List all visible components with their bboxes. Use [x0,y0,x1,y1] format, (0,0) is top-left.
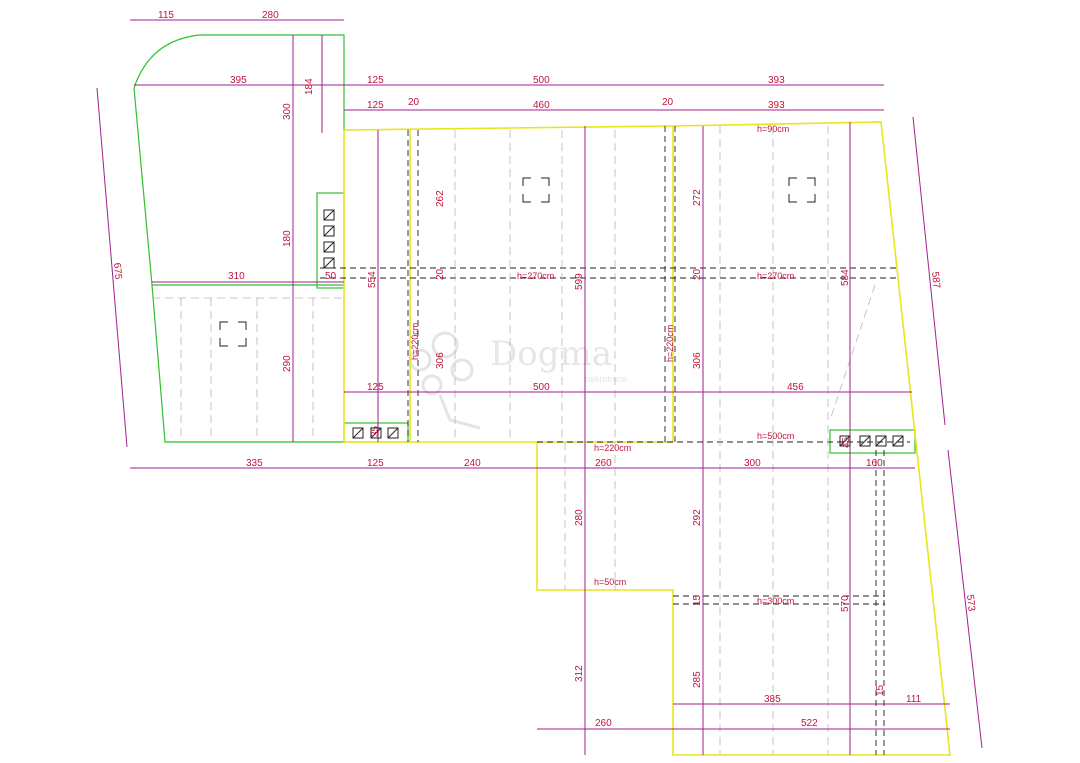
dim-label: 260 [595,458,612,469]
hatch-column-left [323,209,335,269]
height-note: h=300cm [757,596,794,606]
dim-label: 184 [304,78,315,95]
dim-label: 20 [692,268,703,280]
dim-label: 35 [370,425,381,437]
dim-label: 20 [662,97,674,108]
dim-label: 125 [367,382,384,393]
dim-label: 300 [744,458,761,469]
dim-label: 500 [533,382,550,393]
dim-label: 272 [692,189,703,206]
dim-label: 15 [875,684,886,696]
watermark-brand: Dogma [490,334,612,374]
joist-lines [152,126,876,755]
dim-label: 554 [367,271,378,288]
dim-label: 280 [574,509,585,526]
dim-label: 115 [158,10,174,21]
dim-label: 393 [768,100,785,111]
dim-label: 240 [464,458,481,469]
height-note: h=90cm [757,124,789,134]
dim-label: 393 [768,75,785,86]
dim-label: 306 [435,352,446,369]
hatch-row-bottom [352,427,399,439]
dim-label: 312 [574,665,585,682]
height-note: h=220cm [665,325,675,362]
dim-label: 306 [692,352,703,369]
hatch-row-right [839,435,904,447]
dim-label: 111 [906,694,922,705]
dim-label: 300 [282,103,293,120]
dim-label: 260 [595,718,612,729]
dim-label: 20 [435,268,446,280]
height-note: h=220cm [410,323,420,360]
dim-label: 180 [282,230,293,247]
dim-label: 599 [574,273,585,290]
dim-label: 500 [533,75,550,86]
height-note: h=220cm [594,443,631,453]
height-note: h=270cm [757,271,794,281]
dim-label: 335 [246,458,263,469]
dim-label: 280 [262,10,279,21]
roof-window-icon [788,177,816,203]
dim-label: 125 [367,100,384,111]
roof-window-symbols [219,177,816,347]
dim-label: 20 [408,97,420,108]
dim-label: 285 [692,671,703,688]
dim-label: 45 [841,436,852,448]
dim-label: 584 [840,269,851,286]
dim-label: 675 [111,262,123,280]
dim-label: 290 [282,355,293,372]
dim-label: 15 [692,594,703,606]
dim-label: 262 [435,190,446,207]
height-note: h=270cm [517,271,554,281]
dim-label: 395 [230,75,247,86]
dimension-labels: 115 280 395 184 125 500 393 125 20 460 2… [111,10,977,729]
chimney-hatches [323,209,904,447]
dim-label: 573 [964,594,977,612]
dim-label: 570 [840,595,851,612]
roof-window-icon [219,321,247,347]
dim-label: 125 [367,75,384,86]
dim-label: 310 [228,271,245,282]
dim-label: 522 [801,718,818,729]
dim-label: 456 [787,382,804,393]
dim-label: 460 [533,100,550,111]
height-notes: h=90cm h=270cm h=270cm h=220cm h=220cm h… [410,124,794,606]
dim-label: 50 [325,271,337,282]
height-note: h=500cm [757,431,794,441]
dogma-watermark: Dogma nekretnine [408,331,627,430]
building-outline [343,121,951,756]
watermark-tagline: nekretnine [585,374,627,384]
dim-label: 160 [866,458,883,469]
terrace-outline [133,34,916,454]
roof-window-icon [522,177,550,203]
dogma-logo-icon [408,331,481,430]
chimney-block-right [829,429,916,454]
dim-label: 125 [367,458,384,469]
height-note: h=50cm [594,577,626,587]
dim-label: 587 [929,271,942,289]
dim-label: 292 [692,509,703,526]
dim-label: 385 [764,694,781,705]
